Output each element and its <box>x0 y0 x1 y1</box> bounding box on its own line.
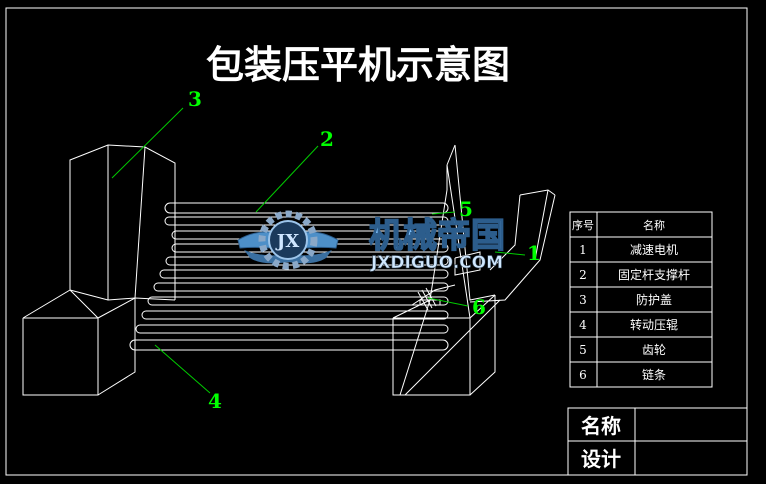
title-block-name-label: 名称 <box>581 414 621 438</box>
table-cell: 固定杆支撑杆 <box>618 267 690 282</box>
gear-icon: JX <box>258 210 318 270</box>
table-cell: 5 <box>579 343 587 357</box>
table-cell: 防护盖 <box>636 292 672 307</box>
table-cell: 6 <box>579 368 587 382</box>
table-cell: 齿轮 <box>642 343 666 357</box>
callout-2: 2 <box>320 127 334 151</box>
watermark-cn: 机械帝国 <box>369 216 505 256</box>
watermark: JX 机械帝国 JXDIGUO.COM <box>237 210 506 273</box>
table-cell: 减速电机 <box>630 243 678 257</box>
watermark-en: JXDIGUO.COM <box>370 253 503 273</box>
table-cell: 2 <box>579 268 587 282</box>
leader-lines <box>111 107 526 394</box>
table-header-name: 名称 <box>643 218 665 232</box>
callout-1: 1 <box>527 241 541 265</box>
right-housing <box>392 144 496 396</box>
watermark-logo-text: JX <box>275 231 300 252</box>
callout-6: 6 <box>472 295 486 319</box>
parts-table: 序号 名称 1 减速电机 2 固定杆支撑杆 3 防护盖 4 转动压辊 5 齿轮 … <box>569 211 713 388</box>
table-header-index: 序号 <box>572 218 594 232</box>
table-cell: 转动压辊 <box>630 317 678 332</box>
callout-5: 5 <box>459 197 473 221</box>
drawing-frame <box>5 7 748 476</box>
table-cell: 1 <box>579 243 587 257</box>
motor-housing <box>404 189 556 396</box>
title-block: 名称 设计 <box>567 407 748 476</box>
left-housing <box>22 144 176 396</box>
title-block-design-label: 设计 <box>581 447 621 471</box>
table-cell: 4 <box>579 318 587 332</box>
rollers <box>129 202 449 351</box>
drawing-title: 包装压平机示意图 <box>206 42 510 87</box>
table-cell: 3 <box>579 293 587 307</box>
callout-3: 3 <box>188 87 202 111</box>
callout-4: 4 <box>208 389 222 413</box>
table-cell: 链条 <box>642 367 666 382</box>
